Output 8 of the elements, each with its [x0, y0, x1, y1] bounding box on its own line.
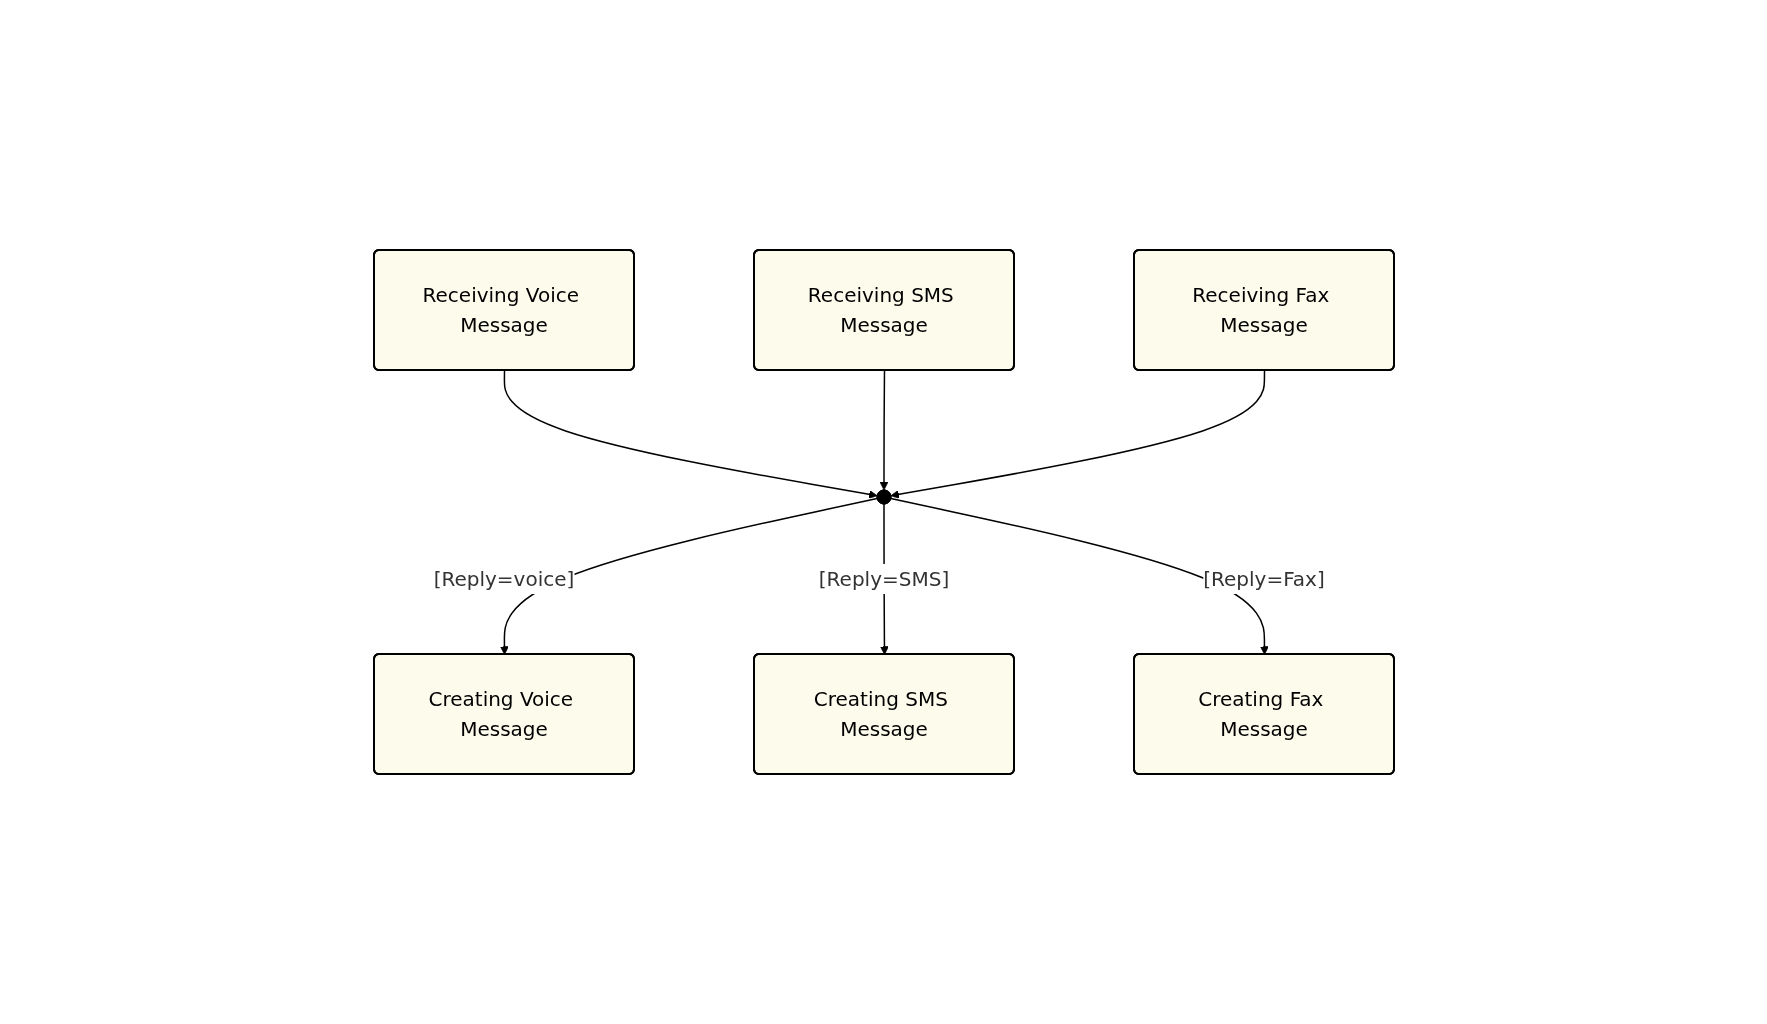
arrow: [890, 369, 1265, 499]
arrow: [499, 497, 878, 655]
arrow: [503, 369, 877, 499]
edge-label: [Reply=voice]: [433, 567, 574, 591]
arrow: [879, 369, 888, 491]
arrow: [889, 497, 1269, 655]
edge-label: [Reply=SMS]: [818, 567, 949, 591]
edge-label: [Reply=Fax]: [1202, 567, 1325, 591]
